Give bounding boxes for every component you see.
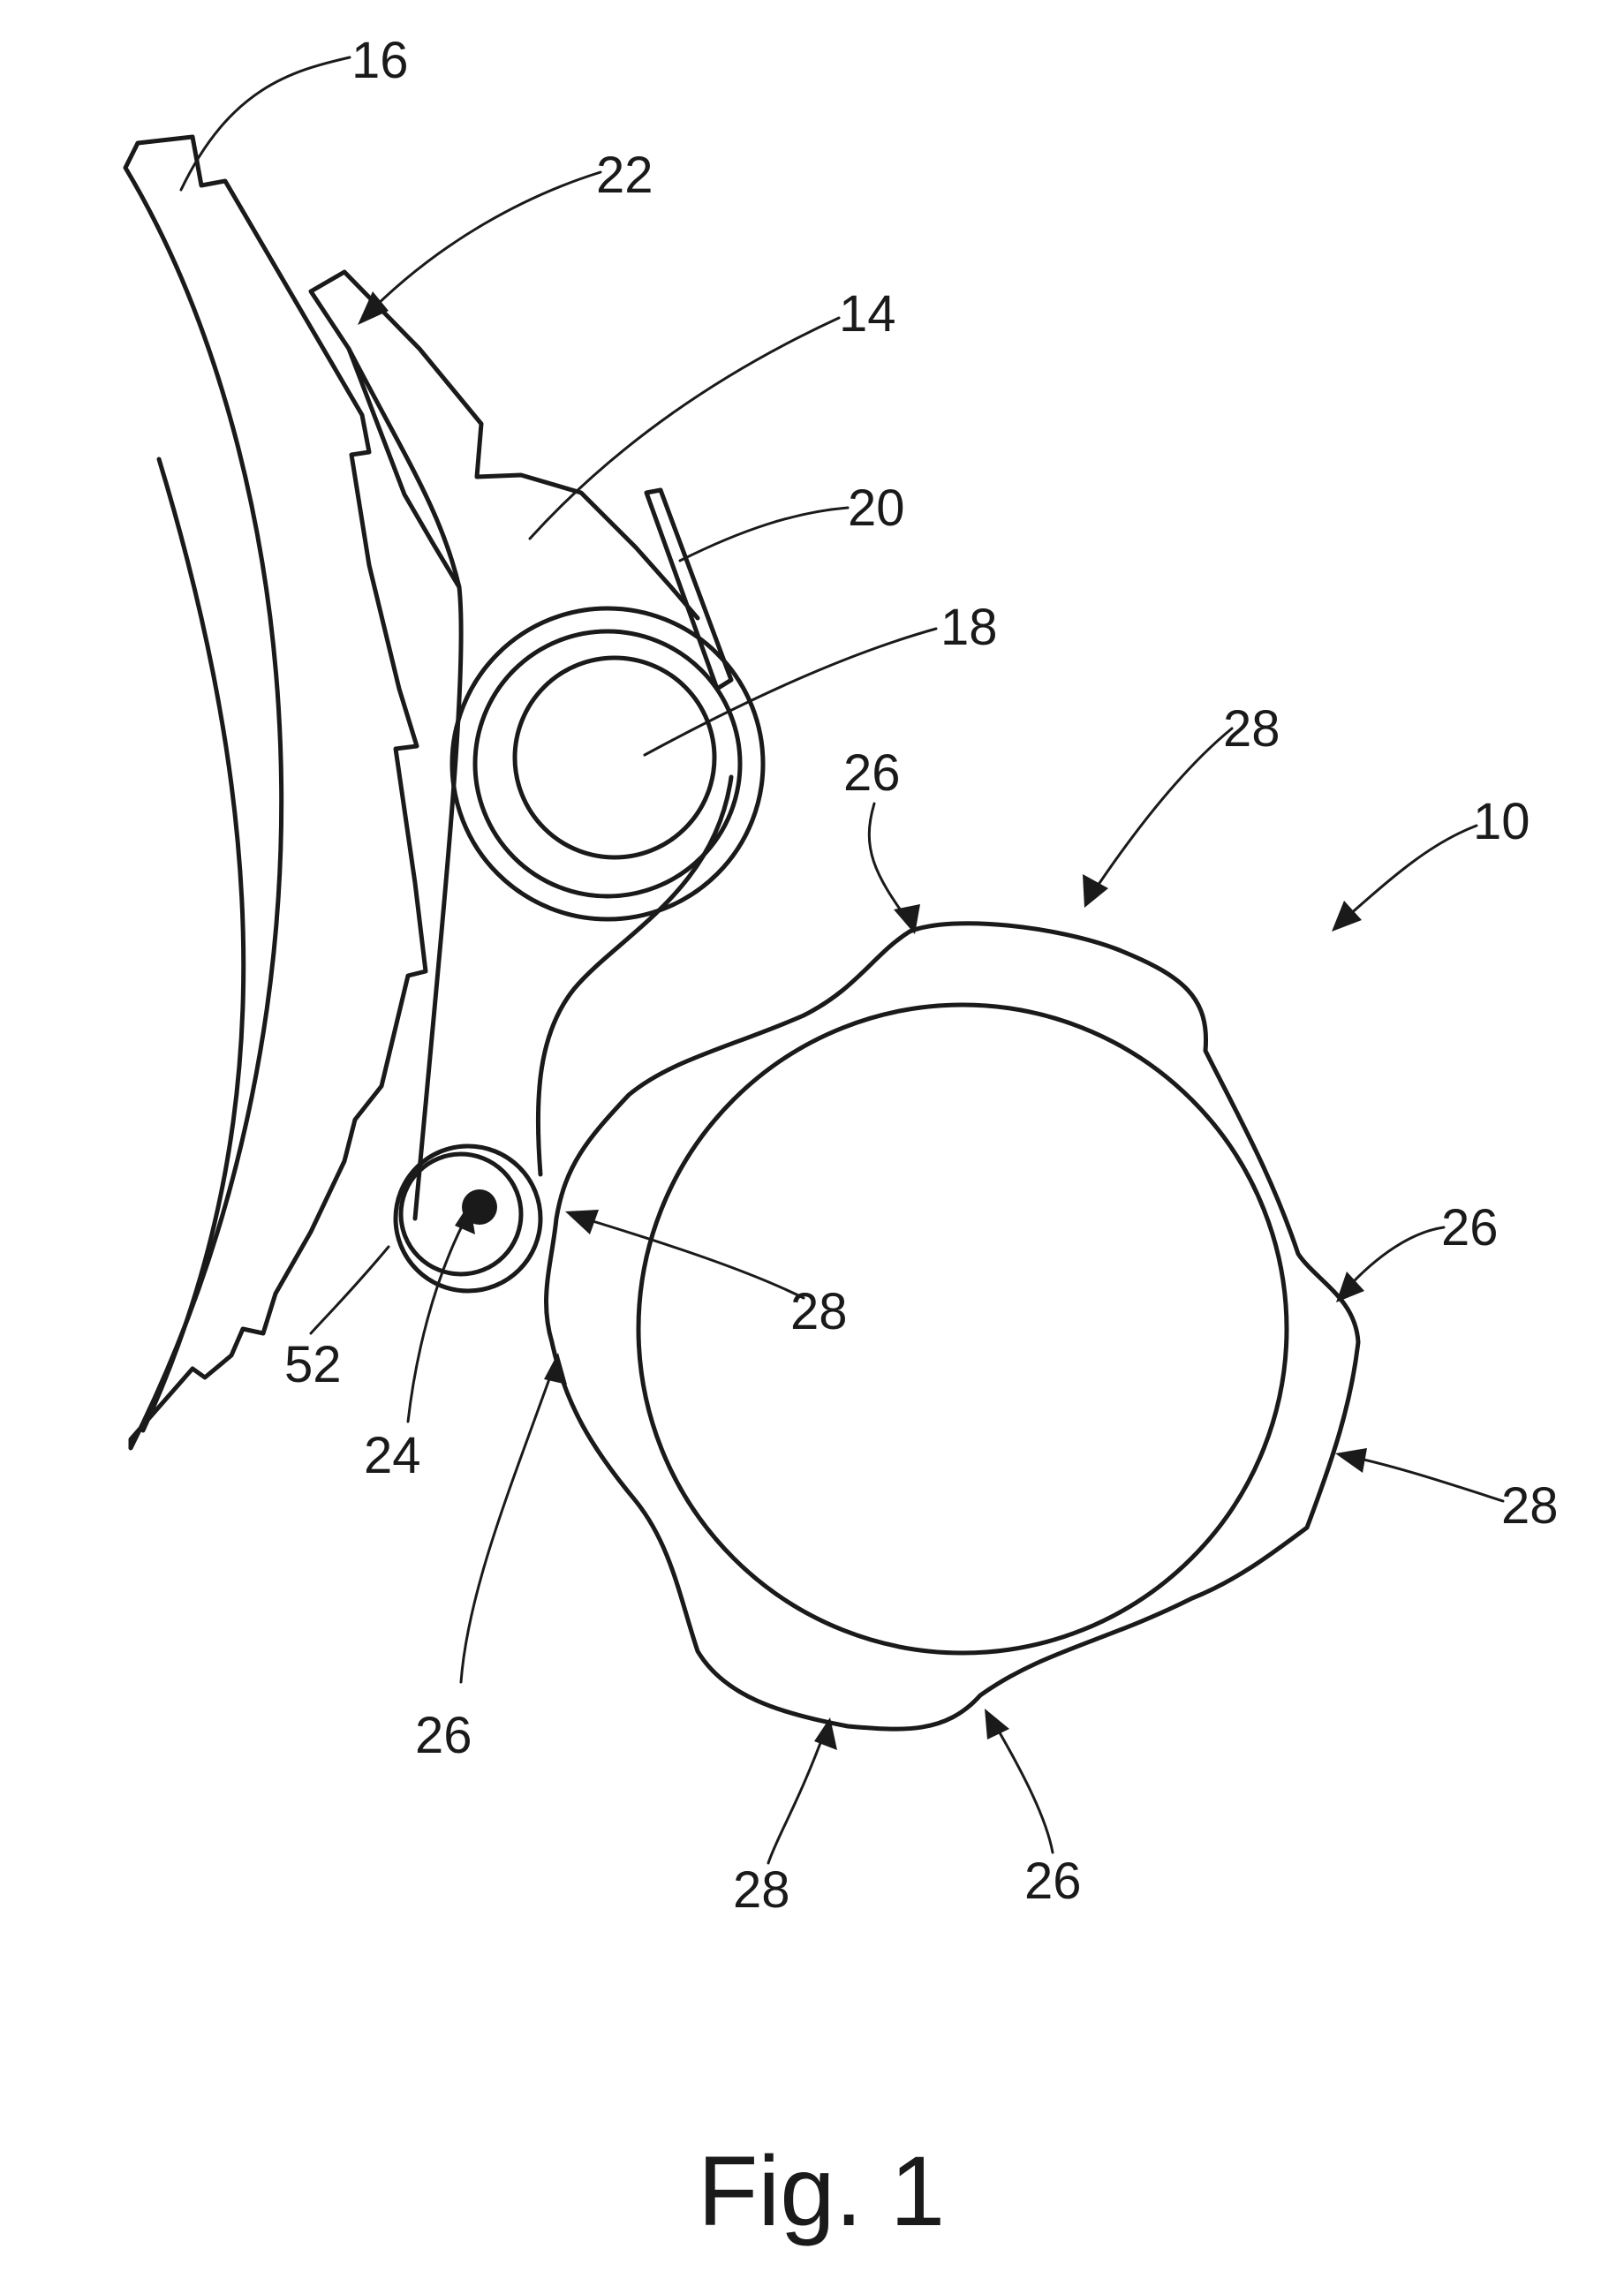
spring-middle-coil: [472, 629, 743, 899]
arrowhead-28-right: [1335, 1448, 1367, 1473]
arrowhead-10: [1332, 901, 1362, 932]
leader-10: [1339, 824, 1478, 924]
follower-roller-outer: [393, 1143, 543, 1294]
arrowhead-22: [358, 291, 389, 325]
arrowhead-26-bottom: [985, 1709, 1009, 1739]
spring-leg: [644, 487, 734, 691]
spring-tail: [535, 774, 734, 1177]
label-26-top: 26: [843, 744, 901, 802]
leader-24: [406, 1212, 470, 1423]
label-26-right: 26: [1441, 1199, 1499, 1256]
leader-18: [643, 627, 938, 757]
figure-caption: Fig. 1: [698, 2136, 945, 2246]
leader-22: [362, 170, 602, 320]
leader-26-bottom: [989, 1716, 1054, 1854]
label-24: 24: [364, 1427, 421, 1484]
cam-outer-profile: [544, 921, 1361, 1732]
housing-inner-contour: [140, 457, 246, 1433]
label-28-right: 28: [1501, 1477, 1559, 1535]
arrowhead-26-right: [1336, 1272, 1364, 1302]
leader-28-mid: [577, 1215, 805, 1300]
leader-26-left: [459, 1362, 556, 1684]
follower-roller-inner: [398, 1151, 524, 1277]
label-10: 10: [1473, 793, 1530, 850]
arrowhead-28-mid: [565, 1210, 599, 1234]
leader-14: [528, 316, 841, 540]
label-28-top: 28: [1223, 700, 1280, 758]
label-18: 18: [940, 599, 998, 656]
spring-outer-coil: [449, 606, 766, 922]
label-22: 22: [596, 147, 653, 204]
label-14: 14: [839, 285, 896, 343]
arrowhead-28-bottom: [814, 1717, 837, 1750]
arrowhead-24: [455, 1203, 475, 1234]
arrowhead-26-top: [894, 904, 920, 934]
label-20: 20: [848, 479, 905, 537]
arrowhead-28-top: [1083, 874, 1108, 908]
leader-52: [309, 1245, 390, 1335]
label-28-mid: 28: [790, 1283, 848, 1340]
label-28-bottom: 28: [733, 1861, 790, 1919]
lever-left-edge: [346, 346, 464, 1221]
leader-26-top: [867, 802, 911, 924]
cam-hub-circle: [636, 1002, 1289, 1656]
label-16: 16: [351, 32, 409, 89]
leader-16: [179, 56, 351, 192]
arrowhead-26-left: [544, 1353, 567, 1385]
label-26-left: 26: [415, 1707, 472, 1764]
label-52: 52: [284, 1336, 342, 1393]
leader-28-top: [1089, 727, 1234, 898]
spring-inner-coil: [512, 655, 717, 860]
leader-28-right: [1342, 1453, 1505, 1503]
leader-28-bottom: [767, 1727, 827, 1865]
leader-20: [678, 506, 850, 562]
housing-outer-edge: [123, 134, 428, 1451]
label-26-bottom: 26: [1024, 1853, 1082, 1910]
